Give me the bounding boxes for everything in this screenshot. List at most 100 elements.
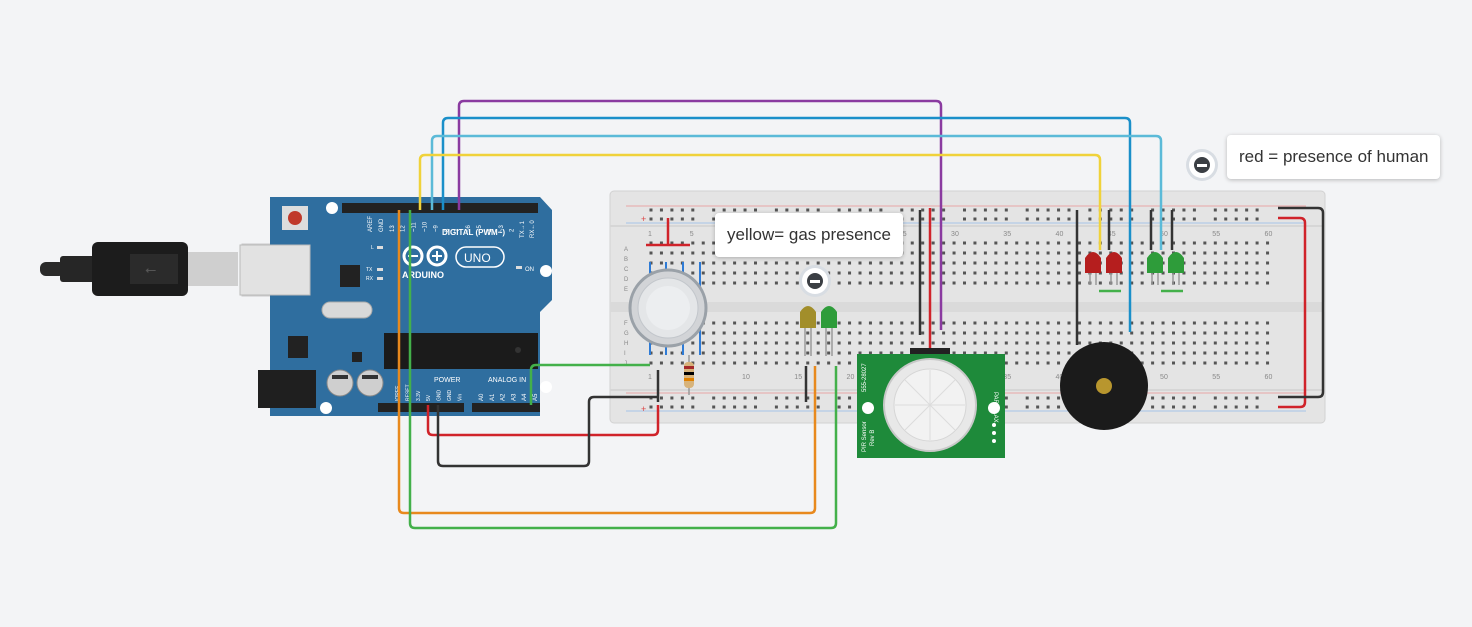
analog-pin-label: A4 (522, 393, 528, 401)
txrx-pin-label: TX→1 (520, 220, 526, 238)
column-number: 40 (1056, 374, 1064, 381)
column-number: 55 (1212, 374, 1220, 381)
row-letter: B (624, 257, 628, 263)
row-letter: D (624, 277, 629, 283)
digital-pin-label: ~6 (466, 224, 472, 232)
column-number: 40 (1056, 231, 1064, 238)
analog-pin-label: A1 (490, 393, 496, 401)
row-letter: F (624, 321, 628, 327)
row-letter: G (624, 331, 629, 337)
pir-sensor[interactable]: 555-28027 PIR Sensor Rev B PARALLAX (857, 348, 1005, 458)
analog-pin-label: A2 (501, 393, 507, 401)
digital-pin-label: 8 (444, 228, 450, 232)
digital-pin-label: AREF (368, 216, 374, 232)
wire-green-short (529, 363, 650, 405)
resistor[interactable] (684, 355, 694, 395)
led-red-2[interactable] (1106, 252, 1122, 285)
row-letter: I (624, 351, 626, 357)
power-pin-label: 3.3V (416, 390, 422, 401)
power-pin-label: RESET (405, 384, 411, 401)
wires[interactable] (397, 99, 1325, 530)
human-presence-note[interactable]: red = presence of human (1227, 135, 1441, 179)
column-number: 45 (1108, 231, 1116, 238)
atmega-chip (384, 333, 538, 369)
wire-green-long (408, 210, 838, 530)
wire-yellow (418, 153, 1102, 250)
row-letter: E (624, 287, 628, 293)
arduino-logo-icon (402, 245, 448, 267)
led-yellow[interactable] (800, 306, 816, 356)
wire-red-5v (426, 405, 660, 437)
reset-button[interactable] (288, 211, 302, 225)
human-presence-note-text: red = presence of human (1239, 147, 1429, 166)
power-jack (258, 370, 316, 408)
wire-red-rail (1278, 216, 1307, 409)
pir-side-label: PARALLAX (992, 392, 998, 423)
wire-black-gnd (436, 395, 658, 468)
usb-symbol-icon: ⭠ (145, 262, 156, 278)
analog-header[interactable] (472, 403, 540, 412)
gas-note-toggle-icon[interactable] (802, 268, 828, 294)
txrx-pin-label: RX←0 (530, 220, 536, 238)
column-number: 20 (847, 374, 855, 381)
column-number: 50 (1160, 374, 1168, 381)
digital-pin-label: GND (379, 218, 385, 232)
gas-presence-note[interactable]: yellow= gas presence (715, 213, 903, 257)
piezo-buzzer[interactable] (1060, 342, 1148, 430)
wire-purple (457, 99, 943, 330)
column-number: 60 (1265, 374, 1273, 381)
column-number: 1 (648, 231, 652, 238)
power-pin-label: 5V (426, 394, 432, 401)
gas-presence-note-text: yellow= gas presence (727, 225, 891, 244)
column-number: 35 (1003, 231, 1011, 238)
digital-pin-label: 4 (488, 228, 494, 232)
power-pin-label: GND (437, 390, 443, 402)
digital-pin-label: ~9 (433, 224, 439, 232)
column-number: 15 (794, 374, 802, 381)
digital-pin-label: 7 (455, 228, 461, 232)
row-letter: H (624, 341, 628, 347)
digital-pin-label: ~5 (477, 224, 483, 232)
led-red-1[interactable] (1085, 252, 1101, 285)
analog-pin-label: A3 (511, 393, 517, 401)
led-green-left[interactable] (821, 306, 837, 356)
digital-pin-label: 12 (401, 225, 407, 232)
column-number: 5 (690, 231, 694, 238)
digital-pin-label: ~3 (499, 224, 505, 232)
on-label: ON (525, 267, 534, 273)
column-number: 50 (1160, 231, 1168, 238)
gas-sensor[interactable] (628, 262, 708, 355)
digital-header[interactable] (342, 203, 538, 213)
pir-revision-label: Rev B (870, 430, 876, 446)
plus-rail-bottom-icon: + (641, 404, 646, 414)
column-number: 1 (648, 374, 652, 381)
wire-lightblue (430, 134, 1163, 250)
wire-black-rail (1278, 206, 1325, 399)
pir-part-number: 555-28027 (862, 363, 868, 392)
analog-pin-label: A0 (479, 393, 485, 401)
power-pin-label: GND (447, 390, 453, 402)
power-header[interactable] (378, 403, 464, 412)
arduino-brand-label: ARDUINO (402, 270, 444, 280)
power-pin-label: Vin (457, 394, 463, 401)
row-letter: C (624, 267, 629, 273)
l-label: L (371, 245, 374, 251)
arduino-uno-board[interactable]: ARDUINO UNO DIGITAL (PWM~) POWER ANALOG … (239, 197, 552, 416)
analog-label: ANALOG IN (488, 377, 526, 384)
digital-pin-label: ~10 (423, 221, 429, 232)
tx-label: TX (366, 267, 373, 273)
column-number: 30 (951, 231, 959, 238)
led-green-1[interactable] (1147, 252, 1163, 285)
row-letter: A (624, 247, 628, 253)
human-note-toggle-icon[interactable] (1189, 152, 1215, 178)
txrx-pin-labels: TX→1 RX←0 (520, 220, 536, 238)
column-number: 60 (1265, 231, 1273, 238)
digital-pin-label: ~11 (412, 222, 418, 232)
digital-pin-label: 13 (390, 225, 396, 232)
rx-label: RX (366, 276, 374, 282)
led-green-2[interactable] (1168, 252, 1184, 285)
column-number: 35 (1003, 374, 1011, 381)
